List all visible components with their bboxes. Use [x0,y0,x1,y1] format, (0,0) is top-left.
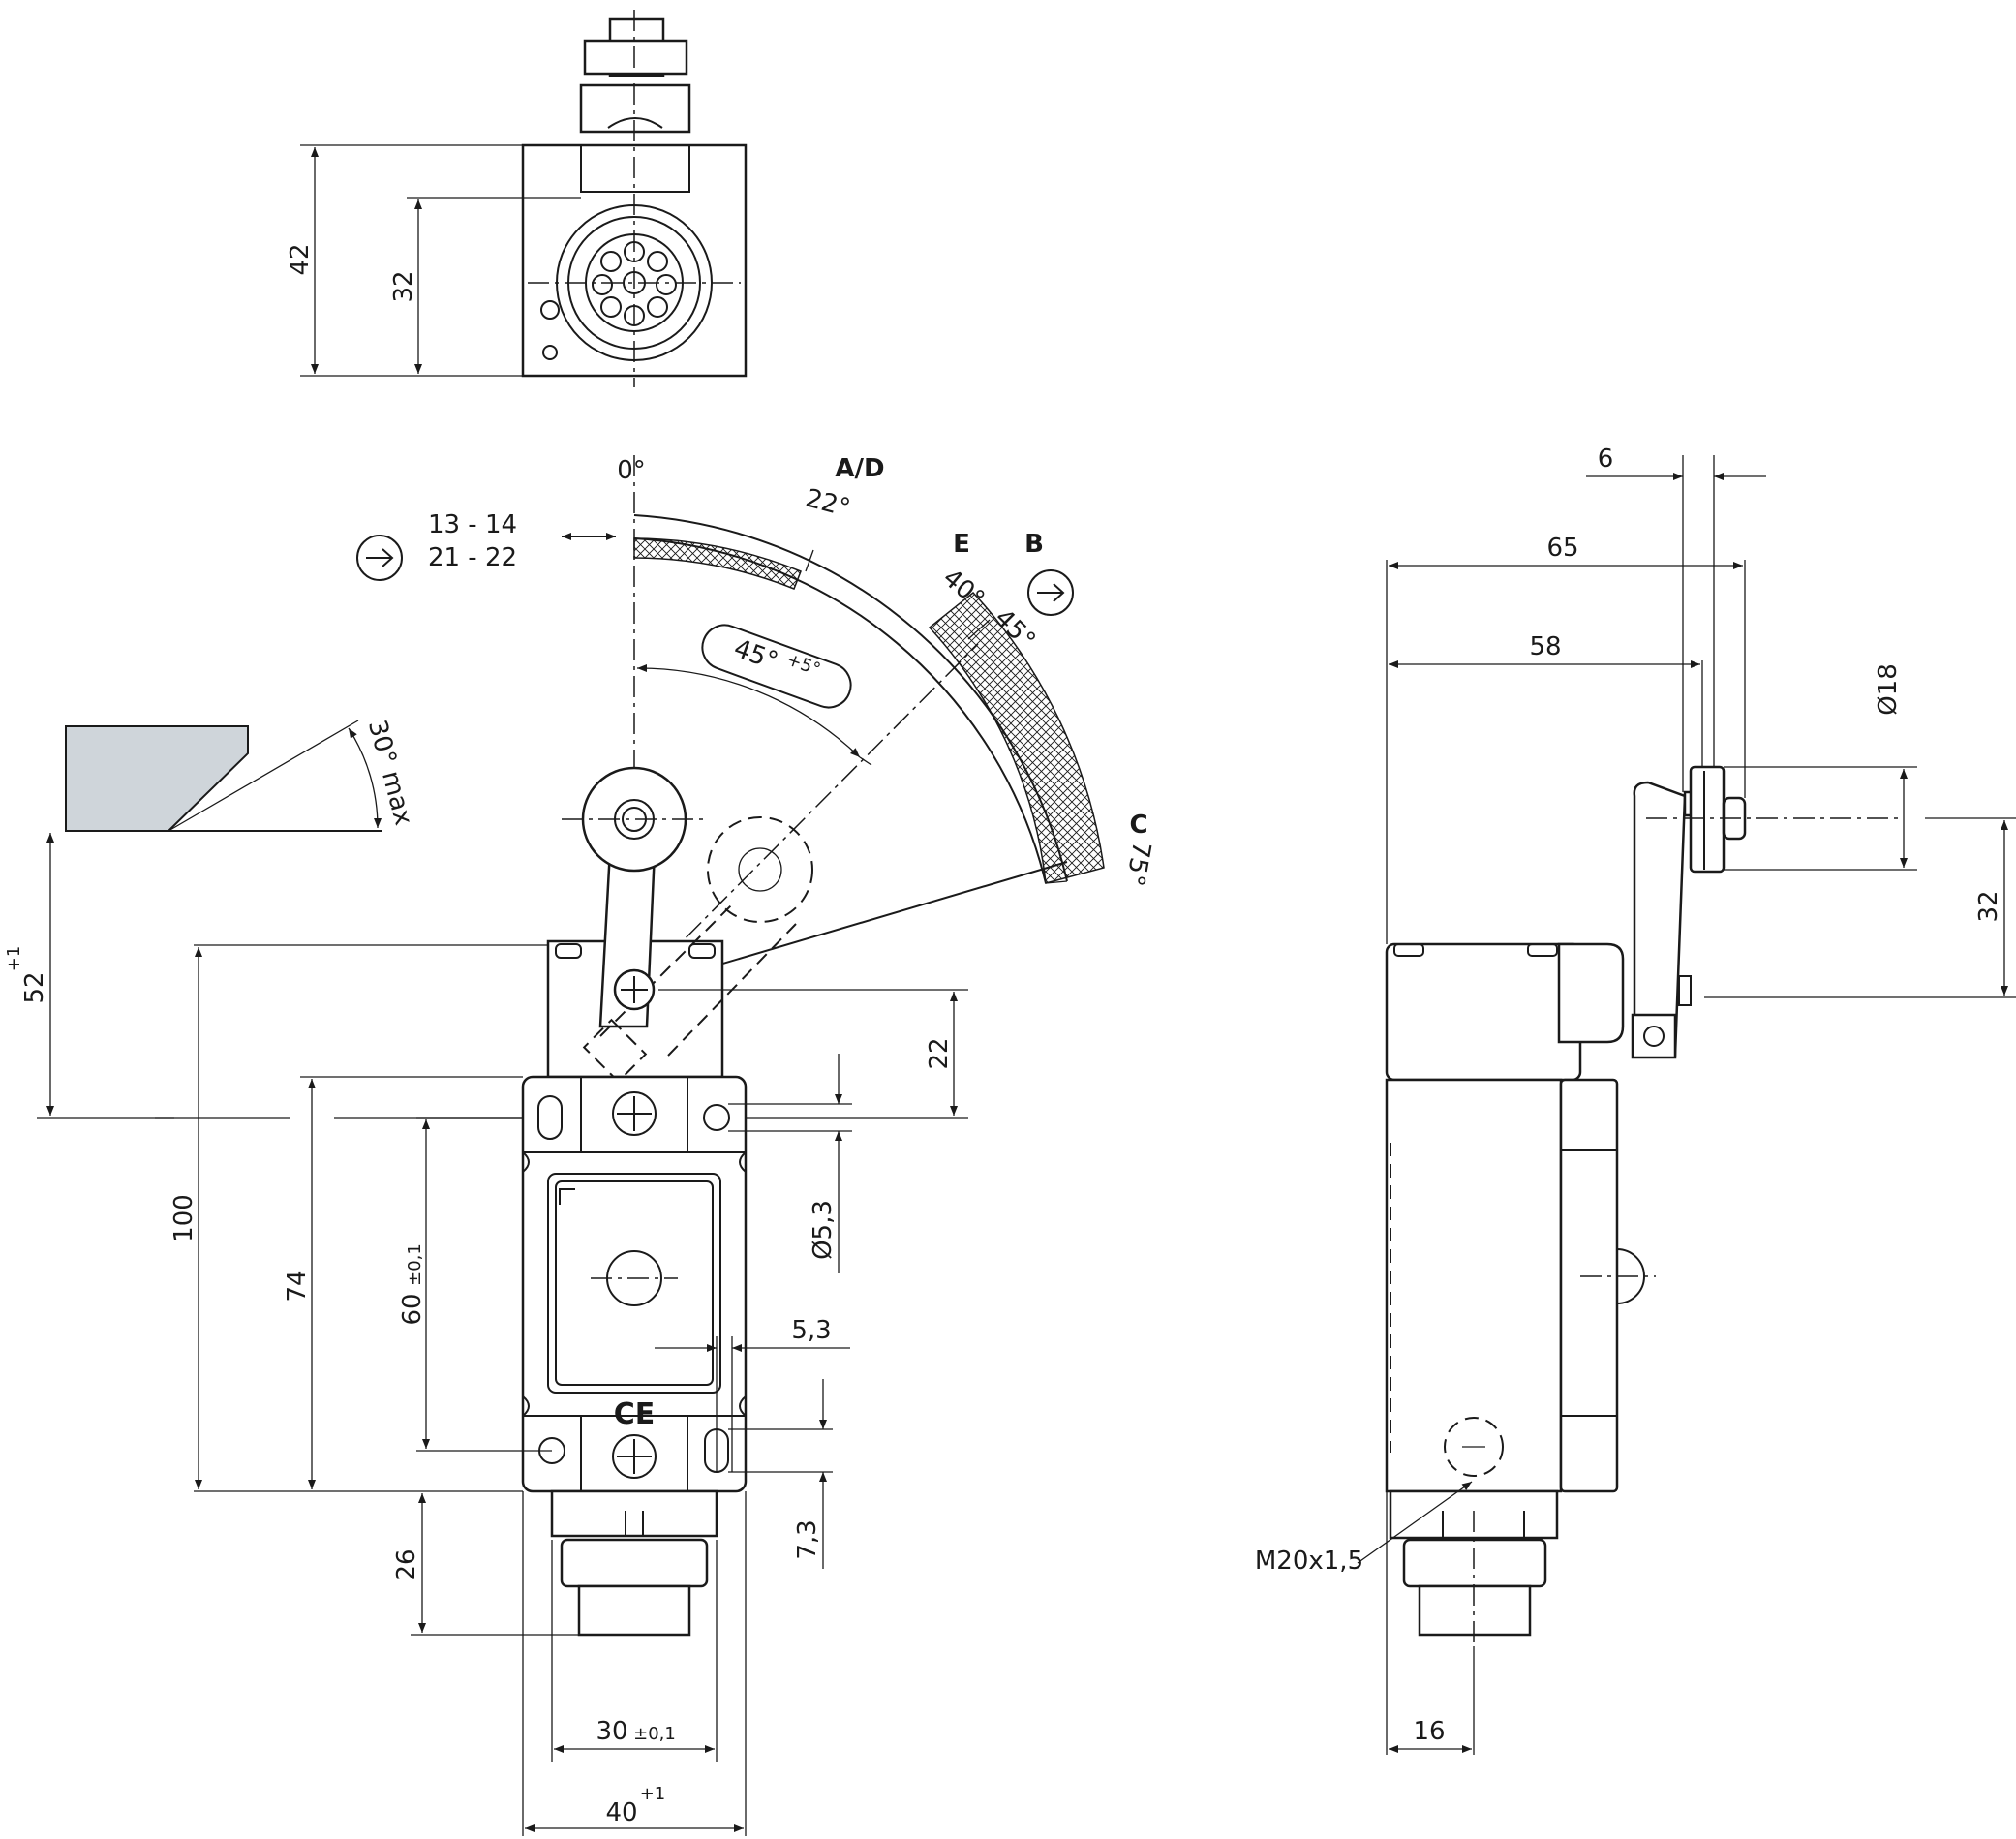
travel-dim-arc [636,663,861,758]
dim-60-label: 60 [398,1293,427,1325]
top-view-hole [542,345,558,360]
side-view-gland-tip [1418,1584,1532,1637]
dim-30-label: 30 [596,1717,627,1746]
side-view-lever-screw [1678,975,1692,1006]
dim-60-tolerance: ±0,1 [405,1243,425,1286]
dim-6-label: 6 [1598,444,1614,474]
tick-45 [967,619,991,640]
cable-gland-tip [577,1584,691,1637]
travel-angle-label: 45° [730,634,782,677]
side-view-thread-circle [1444,1417,1504,1477]
dim-30-tolerance: ±0,1 [633,1724,676,1744]
top-view-screw [540,300,560,320]
dim-40-label: 40 [605,1798,637,1827]
tick-22 [805,549,814,572]
line-45-deg [633,643,979,991]
angle-75-label: 75° [1119,840,1156,889]
cover-plate [547,1173,721,1394]
mounting-hole-top-right [703,1104,730,1131]
hatch-zone-0-22 [633,537,802,590]
front-view: CE 100 74 60 ±0,1 26 22 Ø5,3 [155,766,968,1836]
side-view-gland-body [1402,1538,1547,1588]
dim-74-label: 74 [283,1270,312,1302]
side-view-head [1385,942,1582,1082]
roller-45-position [707,816,813,923]
travel-label-capsule [701,624,852,709]
ce-mark-icon: CE [614,1397,656,1431]
side-view-lever-arm [1633,781,1687,1057]
dim-16-label: 16 [1413,1717,1445,1746]
thread-label: M20x1,5 [1255,1547,1363,1576]
label-b: B [1024,530,1044,559]
side-view: M20x1,5 6 65 58 Ø18 32 16 [1255,444,2016,1755]
dim-26-label: 26 [392,1548,421,1580]
dim-53-label: 5,3 [791,1316,831,1345]
side-view-head-cap [1557,942,1625,1044]
label-e: E [953,530,970,559]
top-view: 42 32 [286,10,748,387]
ramp-angle-arc [348,727,382,829]
dim-58-label: 58 [1529,632,1561,661]
travel-tolerance-label: +5° [784,650,824,681]
roller [581,766,687,873]
contacts-21-22-label: 21 - 22 [428,543,517,572]
dim-hole-label: Ø5,3 [809,1200,838,1260]
side-view-housing [1385,1078,1563,1493]
top-view-lever-base [580,144,690,193]
dim-65-label: 65 [1546,534,1578,563]
dim-52-label: 52 [20,971,49,1003]
cable-gland-nut [550,1489,718,1538]
actuation-diagram: 45° +5° 0° A/D 22° E 40° B 45° C 75° 13 … [356,454,1156,1162]
side-view-cover [1559,1078,1619,1493]
side-view-roller [1689,765,1726,874]
cable-gland-body [560,1538,709,1588]
hatch-zone-40-75 [928,591,1105,884]
label-c: C [1129,811,1147,840]
contacts-13-14-label: 13 - 14 [428,510,517,539]
dim-73-label: 7,3 [793,1519,822,1559]
dim-100-label: 100 [169,1194,199,1242]
cam-ramp [65,725,249,832]
top-view-hub-arc [607,117,663,129]
top-view-lever-hub [579,83,691,134]
ramp-angle-label: 30° max [362,717,418,828]
mounting-slot-top-left [537,1095,563,1140]
dim-40-tolerance: +1 [640,1784,666,1804]
dim-42-label: 42 [286,243,315,275]
side-view-lever-clamp [1631,1013,1677,1059]
dim-52-tolerance: +1 [4,946,24,972]
direction-arrow-icon [356,535,403,581]
thread-leader [1357,1481,1473,1564]
label-ad: A/D [835,454,884,483]
cover-screw-bottom [612,1434,657,1479]
top-view-roller-wheel [583,39,688,76]
cover-screw-top [612,1091,657,1136]
dim-side-32-label: 32 [1974,890,2003,922]
angle-22-label: 22° [803,484,853,524]
dim-22-label: 22 [925,1037,954,1069]
direction-arrow-icon-b [1027,569,1074,616]
tick-75 [1045,880,1068,884]
angle-0-label: 0° [617,456,646,485]
dim-32-label: 32 [389,270,418,302]
ramp-detail: 30° max 52 +1 [4,717,418,1119]
dim-d18-label: Ø18 [1874,663,1903,716]
